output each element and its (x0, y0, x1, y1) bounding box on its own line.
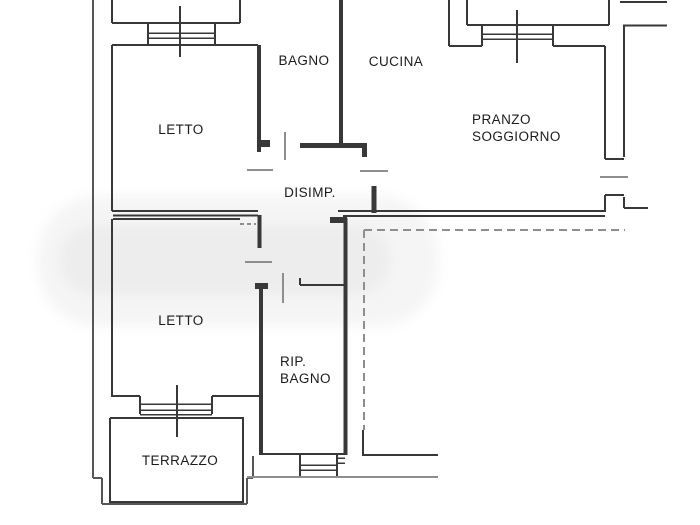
outer-boundary-walls (92, 0, 254, 505)
room-label-bagno-1: BAGNO (278, 53, 330, 68)
room-label-disimp: DISIMP. (284, 185, 336, 200)
room-label-rip-bagno: RIP. BAGNO (280, 354, 331, 387)
watermark (60, 225, 390, 295)
terrazzo-walls (109, 417, 244, 503)
room-label-letto-1: LETTO (158, 122, 204, 137)
letto1-walls (111, 44, 270, 248)
room-label-letto-2: LETTO (158, 313, 204, 328)
rip-bagno-walls (259, 217, 348, 477)
letto2-walls (111, 218, 268, 455)
room-label-cucina: CUCINA (368, 54, 424, 69)
dashed-boundary-lines (247, 229, 625, 478)
door-symbols (245, 132, 628, 303)
bagno-cucina-divider (300, 0, 367, 157)
pranzo-walls (338, 0, 667, 217)
room-label-pranzo-line1: PRANZO (472, 112, 531, 127)
letto1-window-wall (111, 0, 241, 57)
room-label-rip-line2: BAGNO (280, 370, 332, 386)
room-label-pranzo-soggiorno: PRANZO SOGGIORNO (472, 111, 561, 145)
room-label-pranzo-line2: SOGGIORNO (472, 129, 561, 144)
room-label-rip-line1: RIP. (280, 354, 307, 369)
watermark (38, 196, 438, 326)
room-label-terrazzo: TERRAZZO (141, 453, 219, 468)
